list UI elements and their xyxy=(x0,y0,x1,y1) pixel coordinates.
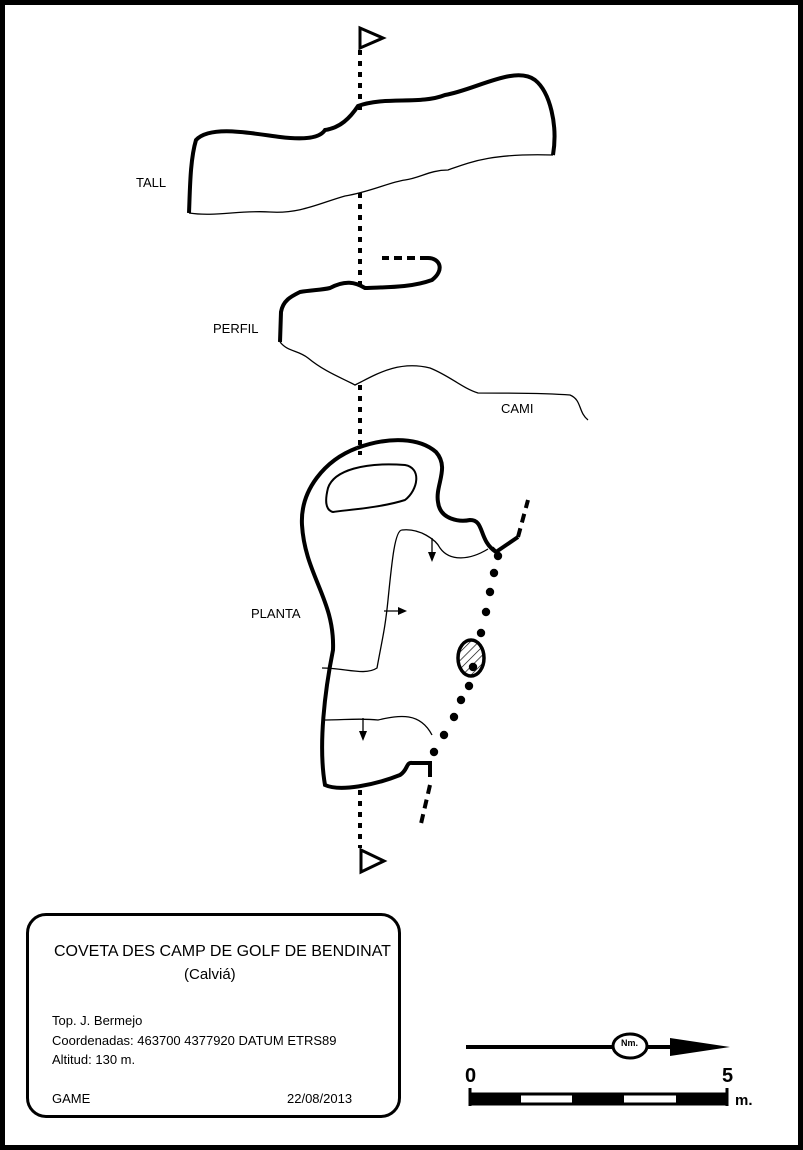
coordinates: Coordenadas: 463700 4377920 DATUM ETRS89 xyxy=(52,1033,337,1048)
survey-date: 22/08/2013 xyxy=(287,1091,353,1106)
label-cami: CAMI xyxy=(501,401,534,416)
title-block: COVETA DES CAMP DE GOLF DE BENDINAT (Cal… xyxy=(26,913,401,1118)
label-tall: TALL xyxy=(136,175,167,190)
cave-survey-drawing xyxy=(187,25,730,1106)
section-marker-top-icon xyxy=(358,25,387,51)
scale-unit: m. xyxy=(735,1092,753,1109)
section-marker-bottom-icon xyxy=(359,847,388,875)
altitude: Altitud: 130 m. xyxy=(52,1052,136,1067)
hatched-block-icon xyxy=(456,638,486,678)
label-perfil: PERFIL xyxy=(213,321,259,336)
scale-bar xyxy=(468,1088,729,1106)
label-planta: PLANTA xyxy=(251,606,301,621)
municipality: (Calviá) xyxy=(184,966,236,983)
planta-section xyxy=(299,438,530,829)
cave-title: COVETA DES CAMP DE GOLF DE BENDINAT xyxy=(54,943,391,960)
tall-section xyxy=(187,73,557,215)
map-sheet: TALL PERFIL CAMI PLANTA Nm. 0 5 m. COVET… xyxy=(5,5,798,1145)
perfil-section xyxy=(278,256,589,421)
north-arrow-icon xyxy=(466,1032,730,1060)
scale-end: 5 xyxy=(722,1065,734,1087)
scale-start: 0 xyxy=(465,1065,477,1087)
north-label: Nm. xyxy=(621,1038,639,1048)
topographer: Top. J. Bermejo xyxy=(52,1013,143,1028)
survey-group: GAME xyxy=(52,1091,91,1106)
